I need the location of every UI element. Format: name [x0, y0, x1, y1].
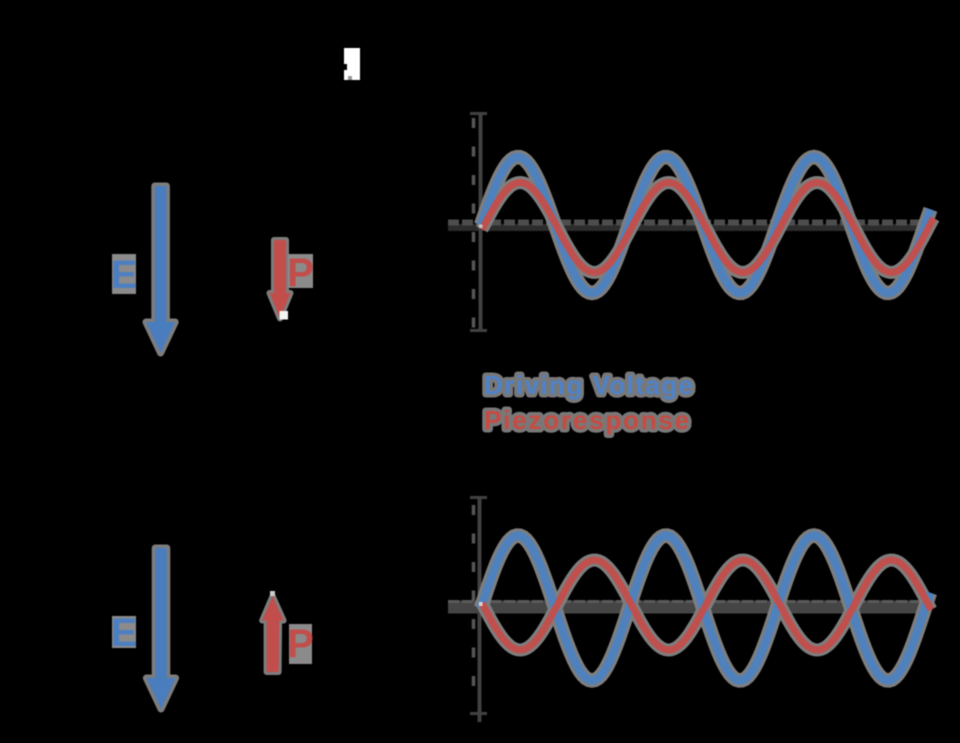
svg-text:P: P [287, 622, 314, 666]
svg-text:Driving Voltage: Driving Voltage [484, 370, 695, 400]
svg-text:Piezoresponse: Piezoresponse [484, 405, 691, 435]
svg-text:E: E [111, 611, 138, 655]
svg-text:Piezoresponse: Piezoresponse [484, 405, 691, 435]
svg-text:Driving Voltage: Driving Voltage [484, 370, 695, 400]
svg-text:E: E [111, 253, 138, 297]
svg-text:P: P [287, 251, 314, 295]
